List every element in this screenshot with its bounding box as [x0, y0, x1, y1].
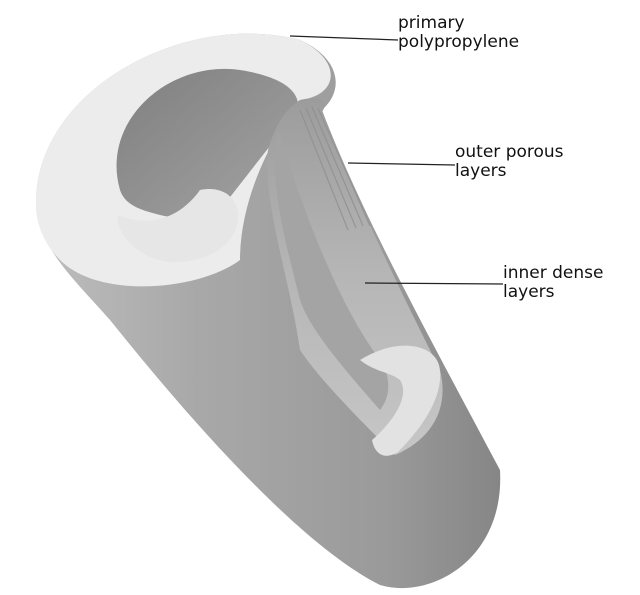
label-inner-dense-layers: inner dense layers	[503, 264, 603, 302]
label-inner-line2: layers	[503, 283, 603, 302]
label-outer-porous-layers: outer porous layers	[455, 143, 564, 181]
primary-leader-line	[290, 36, 398, 40]
label-outer-line2: layers	[455, 162, 564, 181]
outer-porous-leader-line	[348, 163, 455, 165]
label-inner-line1: inner dense	[503, 264, 603, 283]
label-primary-line1: primary	[398, 14, 519, 33]
label-primary-polypropylene: primary polypropylene	[398, 14, 519, 52]
label-primary-line2: polypropylene	[398, 33, 519, 52]
label-outer-line1: outer porous	[455, 143, 564, 162]
